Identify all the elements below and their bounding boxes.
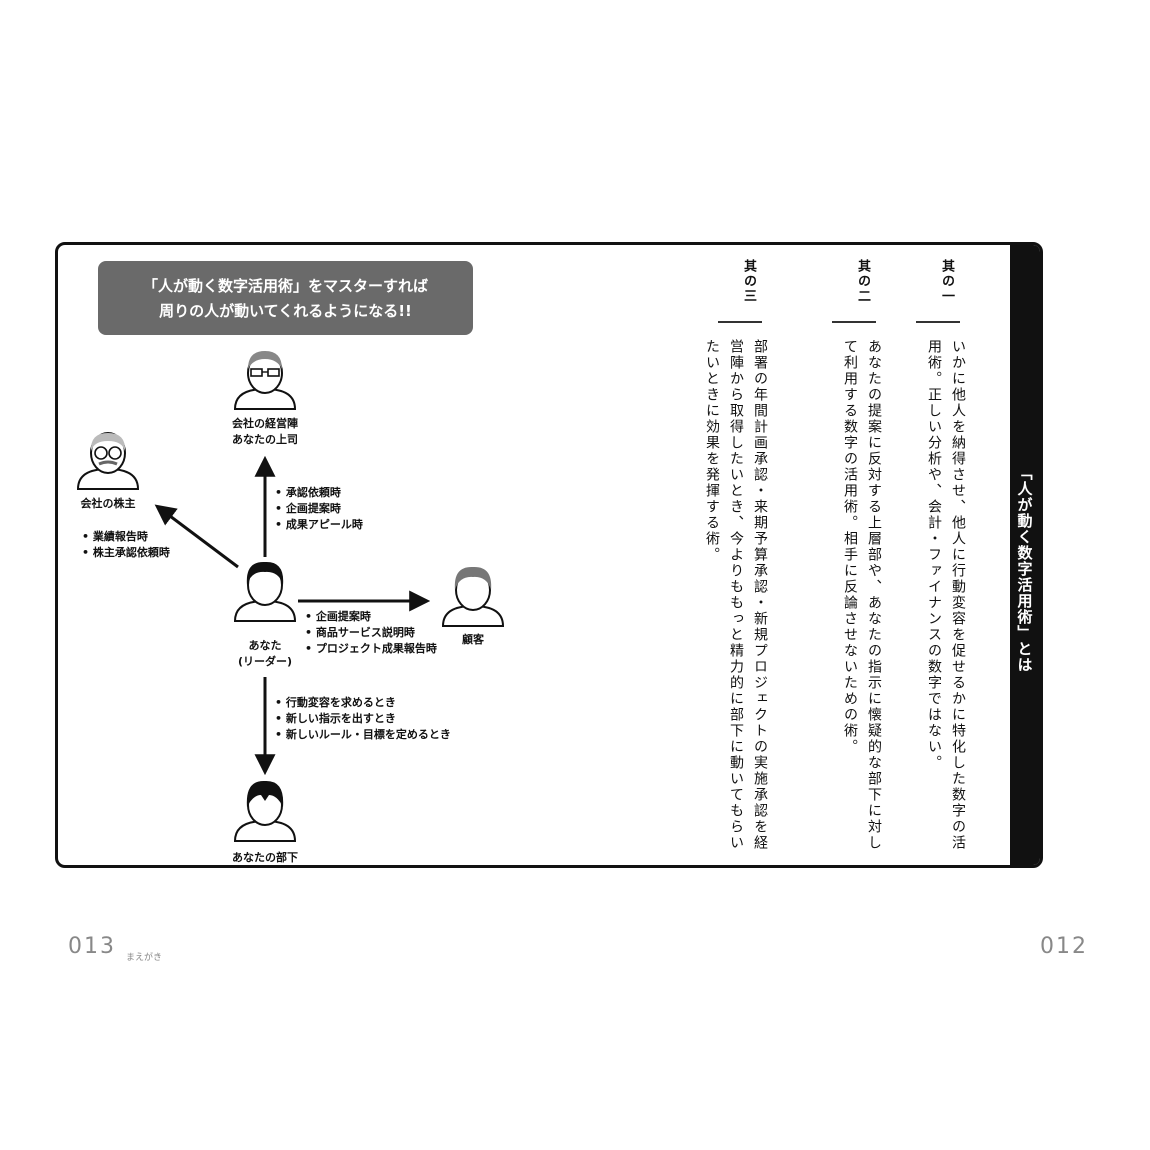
column-1-heading: 其の一 <box>939 259 954 304</box>
page-section-label: まえがき <box>126 953 163 963</box>
arrow-to-shareholder <box>154 504 239 569</box>
boss-figure <box>233 351 297 410</box>
shareholder-label: 会社の株主 <box>80 497 136 510</box>
sidebar-title: 「人が動く数字活用術」とは <box>1015 465 1034 673</box>
customer-label: 顧客 <box>462 633 484 646</box>
column-3-rule <box>718 321 762 323</box>
page-number-right: 012 <box>1040 934 1088 959</box>
you-label: あなた (リーダー) <box>237 639 293 668</box>
banner-line-2: 周りの人が動いてくれるようになる!! <box>159 302 412 320</box>
column-1-body: いかに他人を納得させ、他人に行動変容を促せるかに特化した数字の活用術。正しい分析… <box>926 339 966 851</box>
column-1-rule <box>916 321 960 323</box>
column-3-heading: 其の三 <box>741 259 756 304</box>
relationship-diagram <box>76 351 505 842</box>
page-number-left: 013 <box>68 934 116 959</box>
you-figure <box>233 561 297 622</box>
page-frame: 「人が動く数字活用術」をマスターすれば 周りの人が動いてくれるようになる!! <box>55 242 1043 868</box>
column-1: 其の一 いかに他人を納得させ、他人に行動変容を促せるかに特化した数字の活用術。正… <box>916 259 970 859</box>
shareholder-figure <box>76 432 140 490</box>
subordinate-label: あなたの部下 <box>232 851 298 864</box>
subordinate-figure <box>233 780 297 842</box>
column-3-body: 部署の年間計画承認・来期予算承認・新規プロジェクトの実施承認を経営陣から取得した… <box>704 339 768 851</box>
chapter-sidebar: 「人が動く数字活用術」とは <box>1010 245 1040 865</box>
headline-banner: 「人が動く数字活用術」をマスターすれば 周りの人が動いてくれるようになる!! <box>98 261 473 335</box>
column-2-heading: 其の二 <box>855 259 870 304</box>
list-to-customer: 企画提案時 商品サービス説明時 プロジェクト成果報告時 <box>305 609 437 657</box>
boss-label: 会社の経営陣 あなたの上司 <box>232 417 298 446</box>
list-to-subordinate: 行動変容を求めるとき 新しい指示を出すとき 新しいルール・目標を定めるとき <box>275 695 451 743</box>
list-to-boss: 承認依頼時 企画提案時 成果アピール時 <box>275 485 363 533</box>
column-2-rule <box>832 321 876 323</box>
column-2: 其の二 あなたの提案に反対する上層部や、あなたの指示に懐疑的な部下に対して利用す… <box>832 259 886 859</box>
banner-line-1: 「人が動く数字活用術」をマスターすれば <box>142 277 428 295</box>
list-to-shareholder: 業績報告時 株主承認依頼時 <box>82 529 170 561</box>
column-2-body: あなたの提案に反対する上層部や、あなたの指示に懐疑的な部下に対して利用する数字の… <box>842 339 882 851</box>
column-3: 其の三 部署の年間計画承認・来期予算承認・新規プロジェクトの実施承認を経営陣から… <box>704 259 772 859</box>
customer-figure <box>441 566 505 627</box>
